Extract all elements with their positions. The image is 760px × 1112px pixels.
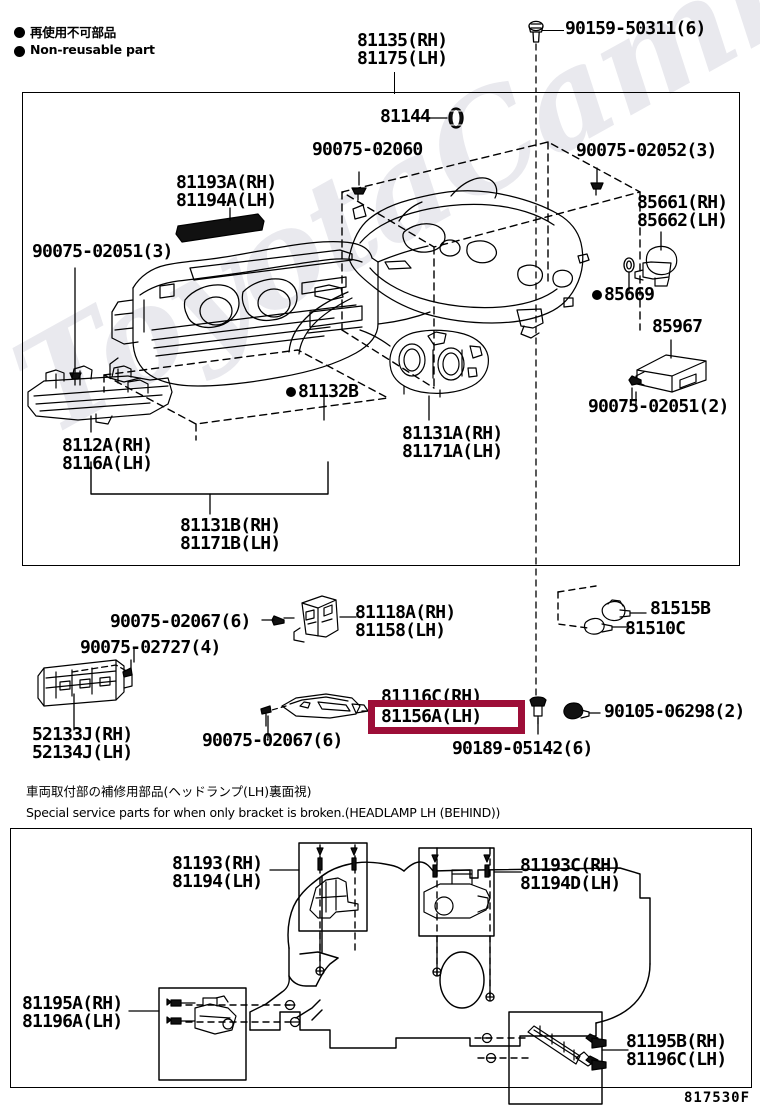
bolt-90105-art: [564, 703, 589, 719]
callout-90075-02067-a: 90075-02067(6): [110, 611, 251, 632]
lower-diagram-frame: [10, 828, 752, 1088]
callout-81135-81175: 81135(RH)81175(LH): [357, 30, 448, 70]
callout-90075-02067-b: 90075-02067(6): [202, 730, 343, 751]
leader-81135: [394, 72, 396, 94]
callout-52133j-52134j: 52133J(RH)52134J(LH): [32, 724, 133, 764]
non-reusable-marker-icon-en: [14, 46, 25, 57]
callout-90075-02727: 90075-02727(4): [80, 637, 221, 658]
legend-japanese: 再使用不可部品: [30, 25, 117, 40]
legend-english: Non-reusable part: [30, 42, 155, 57]
bracket-81118a-art: [294, 596, 338, 642]
callout-81132b: 81132B: [298, 381, 359, 402]
callout-85661-85662: 85661(RH)85662(LH): [637, 192, 728, 232]
callout-90075-02051-2: 90075-02051(2): [588, 396, 729, 417]
callout-81195a-81196a: 81195A(RH)81196A(LH): [22, 993, 123, 1033]
callout-81131b-81171b: 81131B(RH)81171B(LH): [180, 515, 281, 555]
note-english: Special service parts for when only brac…: [26, 805, 501, 820]
callout-81510c: 81510C: [625, 618, 686, 639]
callout-8112a-8116a: 8112A(RH)8116A(LH): [62, 435, 153, 475]
callout-90075-02051-3: 90075-02051(3): [32, 241, 173, 262]
callout-81195b-81196c: 81195B(RH)81196C(LH): [626, 1031, 727, 1071]
leader-90159: [542, 30, 564, 32]
screw-icon-90075-02067-b: [261, 706, 271, 726]
callout-81118a-81158: 81118A(RH)81158(LH): [355, 602, 456, 642]
part-52133j-art: [38, 660, 132, 706]
note-japanese: 車両取付部の補修用部品(ヘッドランプ(LH)裏面視): [26, 784, 312, 799]
callout-85669: 85669: [604, 284, 655, 305]
callout-81144: 81144: [380, 106, 431, 127]
callout-81131a-81171a: 81131A(RH)81171A(LH): [402, 423, 503, 463]
callout-81193c-81194d: 81193C(RH)81194D(LH): [520, 855, 621, 895]
callout-90189-05142: 90189-05142(6): [452, 738, 593, 759]
callout-85967: 85967: [652, 316, 703, 337]
callout-81193a-81194a: 81193A(RH)81194A(LH): [176, 172, 277, 212]
clip-90189-art: [530, 697, 546, 724]
highlight-box-81156a: [368, 700, 525, 734]
non-reusable-marker-icon-jp: [14, 27, 25, 38]
callout-81515b: 81515B: [650, 598, 711, 619]
screw-icon-90075-02727: [123, 660, 132, 677]
screw-icon-90159: [529, 21, 543, 42]
non-reusable-marker-icon-81132b: [286, 387, 296, 397]
callout-81193-81194: 81193(RH)81194(LH): [172, 853, 263, 893]
callout-90075-02052: 90075-02052(3): [576, 140, 717, 161]
callout-90105-06298: 90105-06298(2): [604, 701, 745, 722]
bracket-81156a-art: [282, 694, 368, 718]
non-reusable-marker-icon-85669: [592, 290, 602, 300]
bulb-81510c-art: [585, 618, 613, 634]
callout-81156a-selected[interactable]: 81156A(LH): [381, 706, 482, 727]
upper-diagram-frame: [22, 92, 740, 566]
callout-90075-02060: 90075-02060: [312, 139, 423, 160]
figure-code: 817530F: [684, 1090, 751, 1106]
screw-icon-90075-02067-a: [272, 616, 294, 625]
callout-90159-50311: 90159-50311(6): [565, 18, 706, 39]
